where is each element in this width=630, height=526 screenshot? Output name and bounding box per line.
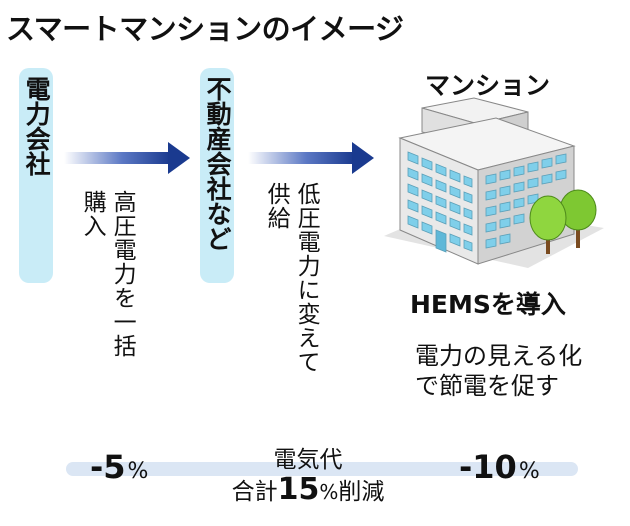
savings-total: 合計15%削減 (206, 472, 410, 507)
tree-icon (529, 189, 597, 254)
savings-total-suffix: 削減 (338, 479, 385, 505)
diagram-title: スマートマンションのイメージ (6, 12, 404, 46)
hems-label: HEMSを導入 (410, 290, 566, 319)
savings-right-unit: % (518, 459, 540, 484)
savings-left-unit: % (127, 459, 149, 484)
actor-mansion-label: マンション (425, 71, 551, 100)
actor-real-estate-label: 不動産会社など (203, 76, 233, 251)
step1-note-line1: 高圧電力を一括 (109, 190, 136, 358)
savings-left-value: -5 (90, 448, 126, 486)
step1-note-line2: 購入 (79, 190, 106, 238)
actor-real-estate: 不動産会社など (200, 68, 234, 283)
savings-total-label: 電気代 (273, 447, 343, 473)
step2-note-line2: 供給 (263, 182, 290, 230)
savings-total-unit: % (319, 480, 339, 504)
actor-power-company: 電力会社 (19, 68, 53, 283)
arrow-right-icon (248, 142, 374, 174)
savings-right-value: -10 (459, 448, 517, 486)
building-icon (384, 97, 604, 268)
actor-power-company-label: 電力会社 (22, 76, 52, 176)
hems-effect-line1: 電力の見える化 (415, 342, 583, 370)
savings-band (66, 462, 578, 476)
step2-note-line1: 低圧電力に変えて (293, 182, 320, 374)
savings-total-value: 15 (277, 472, 320, 507)
savings-total-prefix: 合計 (231, 479, 278, 505)
savings-right: -10% (459, 448, 540, 486)
arrow-right-icon (64, 142, 190, 174)
hems-effect-line2: で節電を促す (415, 372, 559, 400)
savings-left: -5% (90, 448, 148, 486)
